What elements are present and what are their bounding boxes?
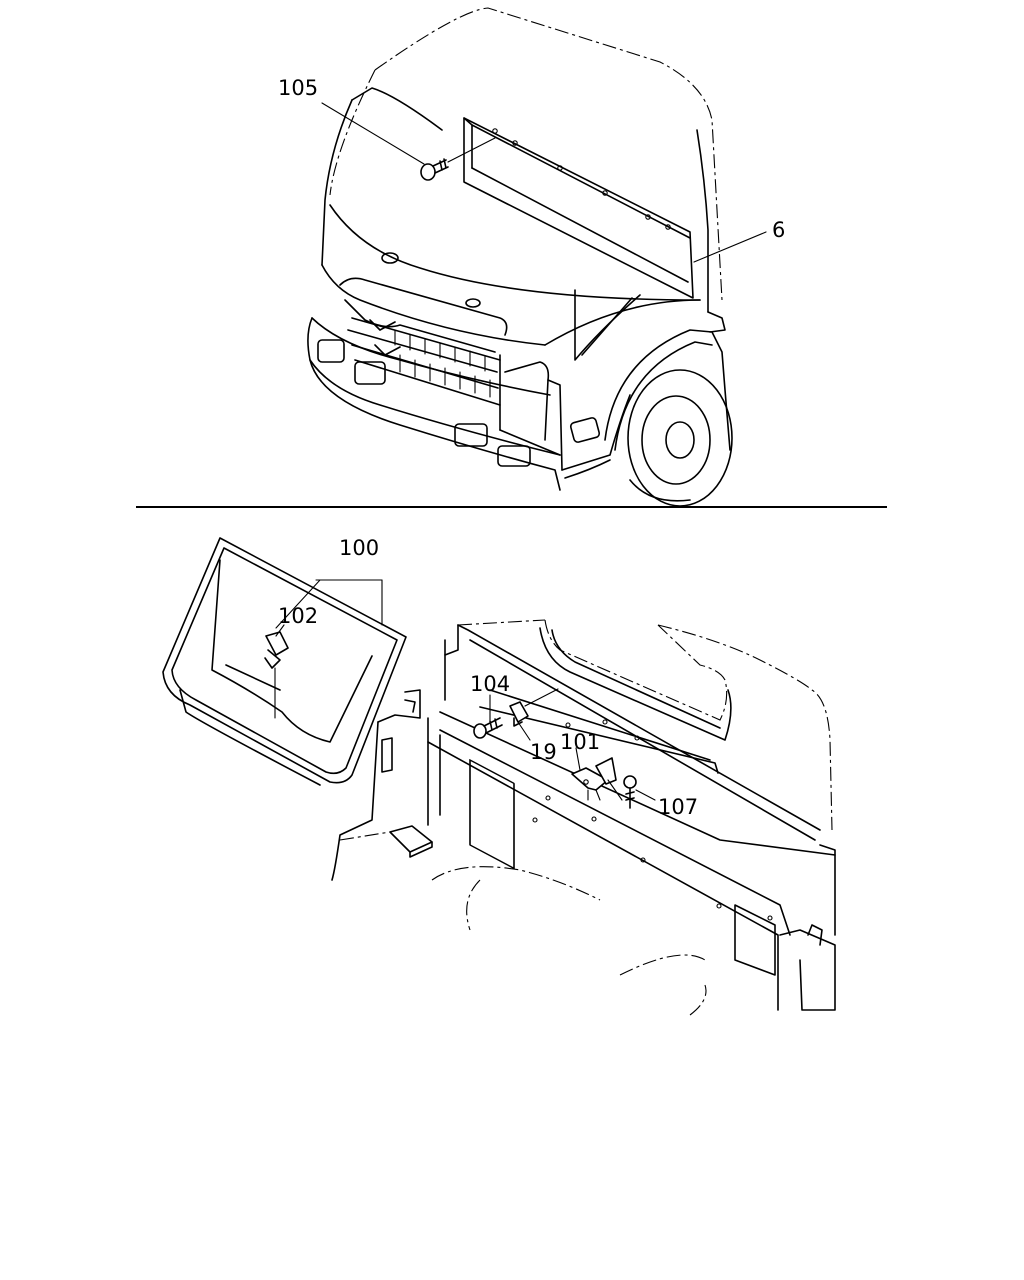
leader-105 bbox=[321, 102, 425, 165]
bracket-part-19 bbox=[509, 688, 559, 727]
callout-105: 105 bbox=[278, 76, 318, 100]
callout-101: 101 bbox=[560, 730, 600, 754]
visor-panel-part-6 bbox=[463, 117, 694, 299]
callout-100: 100 bbox=[339, 536, 379, 560]
callout-6: 6 bbox=[772, 218, 785, 242]
truck-cab-illustration bbox=[307, 7, 733, 507]
bracket-part-101 bbox=[571, 757, 623, 801]
screw-part-107 bbox=[623, 775, 637, 809]
callout-19: 19 bbox=[530, 740, 557, 764]
clip-part-102 bbox=[264, 631, 289, 719]
leader-6 bbox=[693, 231, 767, 263]
callout-102: 102 bbox=[278, 604, 318, 628]
callout-104: 104 bbox=[470, 672, 510, 696]
rear-panel-illustration bbox=[331, 619, 836, 1016]
leader-19 bbox=[517, 721, 531, 741]
screw-part-105 bbox=[420, 137, 496, 181]
leader-101 bbox=[575, 747, 581, 771]
callout-107: 107 bbox=[658, 795, 698, 819]
bolt-part-104 bbox=[473, 717, 503, 739]
leader-102 bbox=[275, 624, 285, 637]
storage-tray-part-100 bbox=[162, 537, 407, 786]
leader-107 bbox=[635, 789, 656, 801]
